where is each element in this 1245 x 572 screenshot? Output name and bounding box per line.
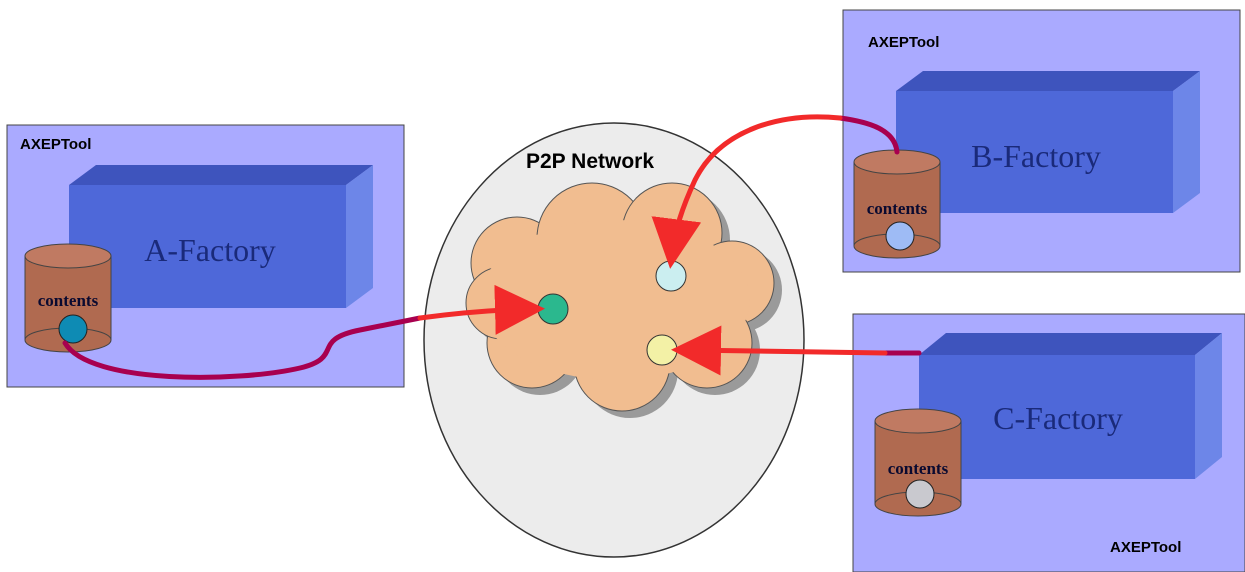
content-dot-b [885, 221, 915, 251]
links [62, 114, 922, 380]
tool-b-label: AXEPTool [868, 34, 939, 51]
tool-c: AXEPTool C-Factory contents [852, 313, 1245, 572]
contents-a-label: contents [38, 291, 99, 310]
factory-a-label: A-Factory [144, 232, 276, 268]
contents-b-label: contents [867, 199, 928, 218]
tool-b: AXEPTool B-Factory contents [842, 9, 1241, 273]
link-a [62, 315, 423, 380]
cloud-fill [480, 220, 750, 380]
node-c [646, 334, 678, 366]
content-dot-a [58, 314, 88, 344]
tool-a: AXEPTool A-Factory contents [6, 124, 405, 388]
factory-c-label: C-Factory [993, 400, 1123, 436]
arrow-b [651, 114, 843, 269]
factory-b-label: B-Factory [971, 138, 1101, 174]
arrow-a [417, 284, 545, 335]
tool-a-label: AXEPTool [20, 136, 91, 153]
factory-a-box [69, 165, 373, 308]
node-a [537, 293, 569, 325]
node-b [655, 260, 687, 292]
arrow-c [671, 325, 888, 376]
contents-c-label: contents [888, 459, 949, 478]
p2p-network: P2P Network [423, 122, 805, 558]
network-label: P2P Network [526, 150, 654, 173]
factory-b-box [896, 71, 1200, 213]
content-dot-c [905, 479, 935, 509]
tool-c-label: AXEPTool [1110, 539, 1181, 556]
link-b [837, 115, 900, 155]
factory-c-box [919, 333, 1222, 479]
